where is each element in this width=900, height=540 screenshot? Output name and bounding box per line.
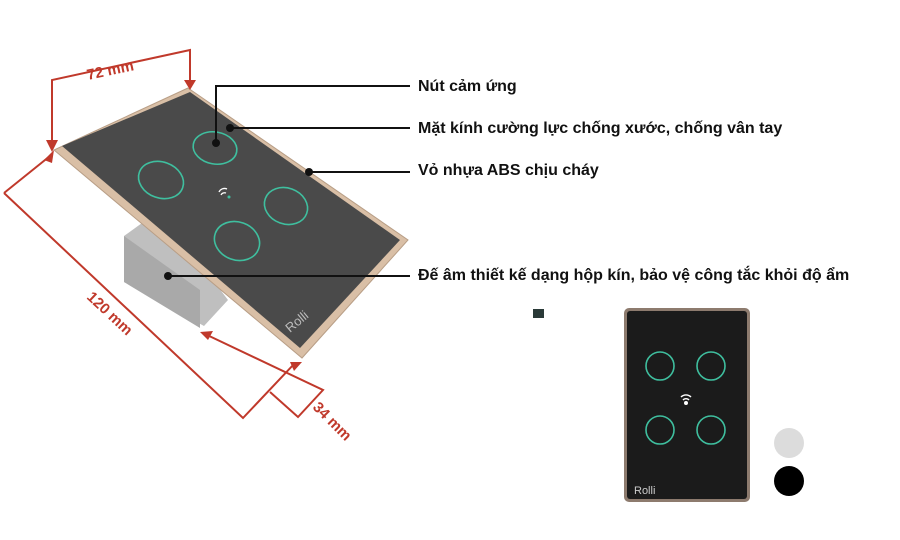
color-option-black[interactable] [774,466,804,496]
callout-touch-button: Nút cảm ứng [418,78,517,95]
touch-button-3[interactable] [259,182,313,231]
dimension-lines [3,48,325,420]
front-touch-button-3[interactable] [645,415,675,445]
callout-dot [305,168,313,176]
callout-dot [164,272,172,280]
wifi-icon [218,187,231,199]
callout-leaders [168,85,410,277]
front-brand-logo: Rolli [634,485,655,497]
callout-dot [212,139,220,147]
dimension-depth: 34 mm [309,399,355,445]
front-view-glass [627,311,747,499]
callout-abs-casing: Vỏ nhựa ABS chịu cháy [418,162,599,179]
callout-mounting-box: Đế âm thiết kế dạng hộp kín, bảo vệ công… [418,267,850,284]
front-touch-button-2[interactable] [696,351,726,381]
dimension-length: 120 mm [83,288,135,339]
callout-dot [226,124,234,132]
front-wifi-icon [680,394,692,406]
touch-buttons [133,128,313,266]
arrow-head [184,80,196,90]
wifi-thumbnail-icon [533,309,544,318]
touch-button-1[interactable] [191,128,240,167]
touch-button-2[interactable] [133,155,189,205]
arrow-head [290,362,302,371]
arrow-head [200,331,213,340]
arrow-head [46,140,58,152]
touch-button-4[interactable] [209,215,265,266]
front-touch-button-4[interactable] [696,415,726,445]
arrow-head [44,150,54,163]
callout-tempered-glass: Mặt kính cường lực chống xước, chống vân… [418,120,783,137]
mounting-box-side [124,236,200,328]
mounting-box [124,210,228,326]
front-touch-button-1[interactable] [645,351,675,381]
dimension-width: 72 mm [85,57,135,84]
glass-panel [62,92,400,348]
color-option-white[interactable] [774,428,804,458]
